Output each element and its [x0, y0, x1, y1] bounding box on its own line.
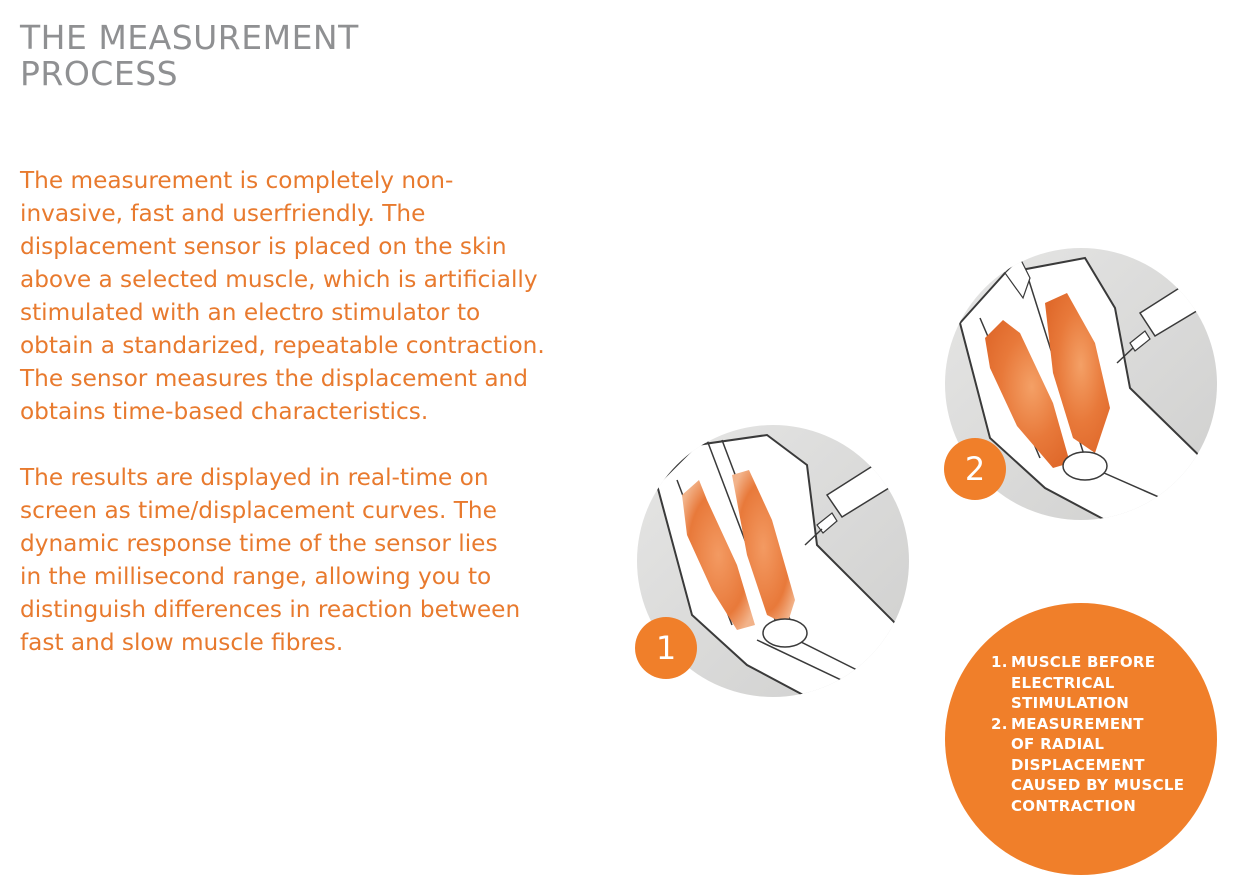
illustration-contracted-muscle: [945, 248, 1217, 520]
text-line: fast and slow muscle fibres.: [20, 629, 344, 656]
text-line: The results are displayed in real-time o…: [20, 464, 489, 491]
text-line: dynamic response time of the sensor lies: [20, 530, 498, 557]
legend-number: 1.: [991, 653, 1008, 671]
text-line: obtains time-based characteristics.: [20, 398, 429, 425]
page-title: THE MEASUREMENT PROCESS: [20, 20, 359, 92]
text-line: displacement sensor is placed on the ski…: [20, 233, 507, 260]
results-paragraph: The results are displayed in real-time o…: [20, 461, 520, 659]
text-line: stimulated with an electro stimulator to: [20, 299, 481, 326]
title-line-1: THE MEASUREMENT: [20, 18, 359, 57]
arm-muscle-contracted-icon: [945, 248, 1217, 520]
text-line: distinguish differences in reaction betw…: [20, 596, 521, 623]
text-line: above a selected muscle, which is artifi…: [20, 266, 538, 293]
arm-muscle-relaxed-icon: [637, 425, 909, 697]
text-line: The measurement is completely non-: [20, 167, 454, 194]
legend-line: MEASUREMENT: [1011, 714, 1144, 733]
legend-list: 1. MUSCLE BEFORE ELECTRICAL STIMULATION …: [991, 652, 1184, 816]
text-line: in the millisecond range, allowing you t…: [20, 563, 492, 590]
legend-line: OF RADIAL: [1011, 735, 1105, 753]
illustration-relaxed-muscle: [637, 425, 909, 697]
legend-line: CONTRACTION: [1011, 796, 1137, 815]
legend-line: ELECTRICAL: [1011, 673, 1115, 692]
text-line: invasive, fast and userfriendly. The: [20, 200, 426, 227]
legend-number: 2.: [991, 714, 1008, 733]
text-line: screen as time/displacement curves. The: [20, 497, 497, 524]
title-line-2: PROCESS: [20, 54, 179, 93]
legend-line: MUSCLE BEFORE: [1011, 653, 1156, 671]
legend-line: DISPLACEMENT: [1011, 755, 1145, 774]
text-line: The sensor measures the displacement and: [20, 365, 528, 392]
legend-circle: 1. MUSCLE BEFORE ELECTRICAL STIMULATION …: [945, 603, 1217, 875]
step-badge-1: 1: [635, 617, 697, 679]
intro-paragraph: The measurement is completely non- invas…: [20, 164, 545, 428]
legend-line: CAUSED BY MUSCLE: [1011, 776, 1185, 794]
legend-item-2: 2. MEASUREMENT OF RADIAL DISPLACEMENT CA…: [991, 714, 1184, 817]
legend-item-1: 1. MUSCLE BEFORE ELECTRICAL STIMULATION: [991, 652, 1184, 714]
step-badge-2: 2: [944, 438, 1006, 500]
legend-line: STIMULATION: [1011, 694, 1130, 712]
text-line: obtain a standarized, repeatable contrac…: [20, 332, 545, 359]
